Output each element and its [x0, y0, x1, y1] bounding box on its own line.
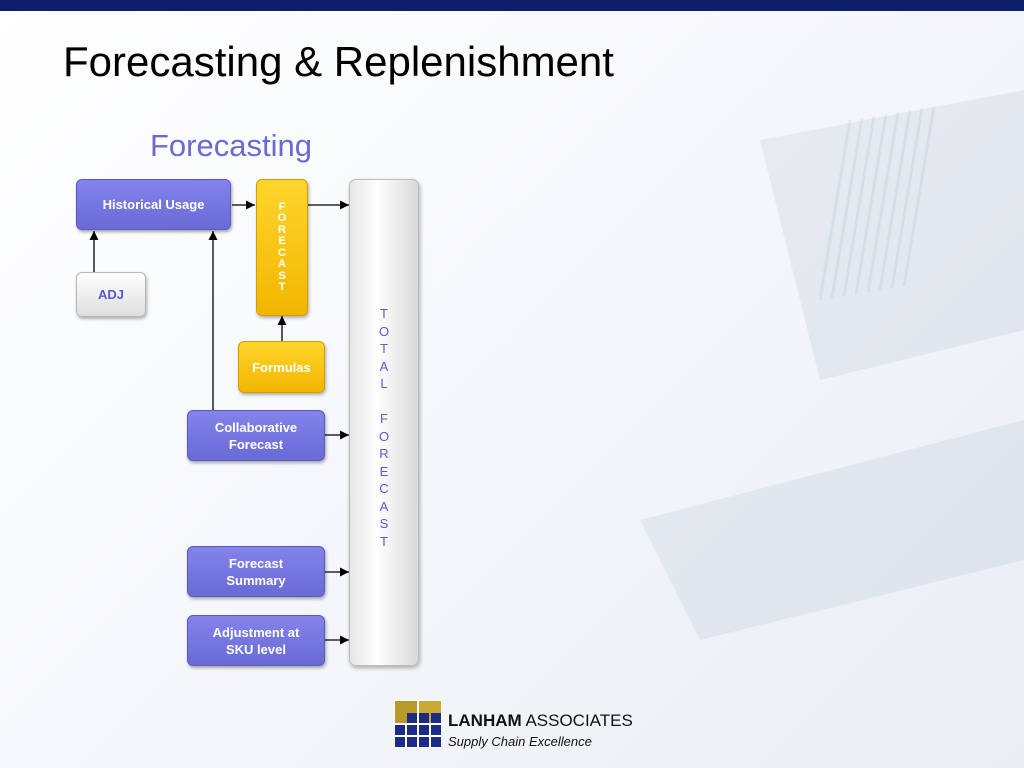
total-forecast-vertical-text: T O T A L F O R E C A S T [378, 306, 390, 549]
slide-title: Forecasting & Replenishment [63, 38, 614, 85]
forecast-summary-label: Forecast Summary [226, 555, 286, 588]
adjustment-sku-box: Adjustment at SKU level [187, 615, 325, 666]
forecast-summary-box: Forecast Summary [187, 546, 325, 597]
header-bar [0, 0, 1024, 11]
adj-box: ADJ [76, 272, 146, 317]
collaborative-forecast-box: Collaborative Forecast [187, 410, 325, 461]
forecast-box: F O R E C A S T [256, 179, 308, 316]
historical-usage-box: Historical Usage [76, 179, 231, 230]
company-tagline: Supply Chain Excellence [448, 734, 592, 749]
slide-subtitle: Forecasting [150, 128, 312, 163]
total-forecast-box: T O T A L F O R E C A S T [349, 179, 419, 666]
adjustment-sku-label: Adjustment at SKU level [212, 624, 300, 657]
formulas-label: Formulas [252, 359, 311, 375]
adj-label: ADJ [97, 287, 124, 302]
historical-usage-label: Historical Usage [102, 197, 205, 212]
company-name: LANHAM ASSOCIATES [448, 711, 633, 730]
formulas-box: Formulas [238, 341, 325, 393]
collaborative-forecast-label: Collaborative Forecast [214, 419, 298, 452]
lanham-logo-icon [394, 700, 442, 748]
forecast-vertical-text: F O R E C A S T [277, 200, 287, 293]
